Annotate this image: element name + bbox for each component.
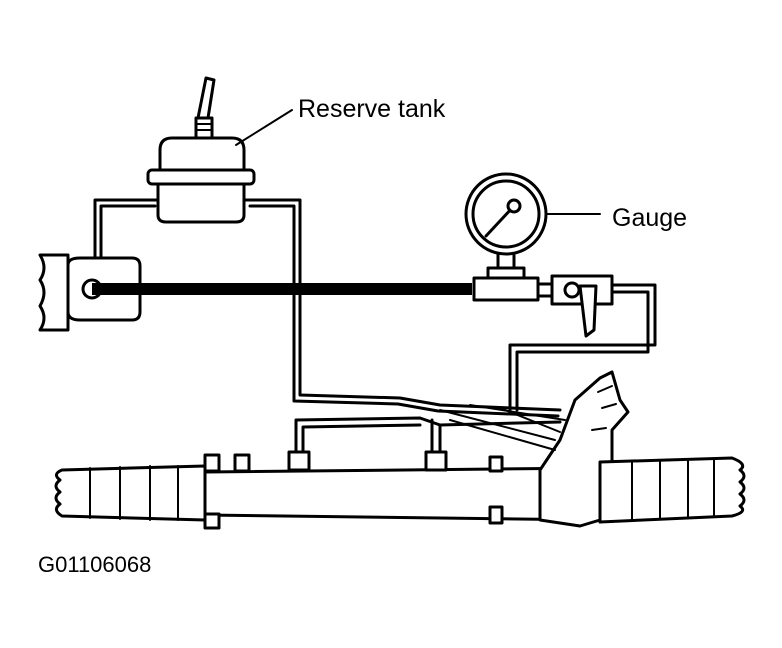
reserve-tank-leader-line — [235, 109, 293, 146]
reserve-tank-cap — [158, 136, 246, 172]
rack-mount-lug — [488, 505, 504, 525]
rack-mount-lug — [203, 512, 221, 530]
rack-feed-line-1 — [294, 416, 562, 454]
rack-mount-lug — [233, 453, 251, 473]
reserve-tank-rim — [146, 168, 256, 186]
gauge-label: Gauge — [612, 204, 687, 232]
pressure-hose — [92, 283, 472, 295]
rack-mount-lug — [488, 455, 504, 473]
rack-line-fitting-2 — [424, 450, 448, 472]
reserve-tank — [146, 76, 293, 224]
rack-line-fitting-1 — [287, 450, 311, 472]
reserve-tank-dipstick — [194, 116, 214, 140]
rack-mount-lug — [203, 453, 221, 473]
gauge-needle-hub — [506, 198, 522, 214]
figure-code: G01106068 — [38, 552, 151, 577]
left-bellows-boot — [54, 464, 207, 522]
shut-off-valve-handle — [578, 284, 598, 338]
hydraulic-lines — [93, 198, 657, 454]
valve-to-gear-line — [508, 283, 657, 412]
reserve-tank-label: Reserve tank — [298, 95, 446, 123]
return-line — [242, 198, 562, 412]
steering-rack — [54, 370, 746, 530]
reserve-tank-body — [156, 180, 246, 224]
tank-to-pump-line — [93, 198, 162, 270]
pressure-gauge-assembly — [464, 172, 614, 338]
pump-pulley — [38, 253, 70, 332]
valve-port — [563, 281, 581, 299]
gauge-tee-fitting — [472, 276, 540, 302]
right-bellows-boot — [598, 456, 746, 524]
